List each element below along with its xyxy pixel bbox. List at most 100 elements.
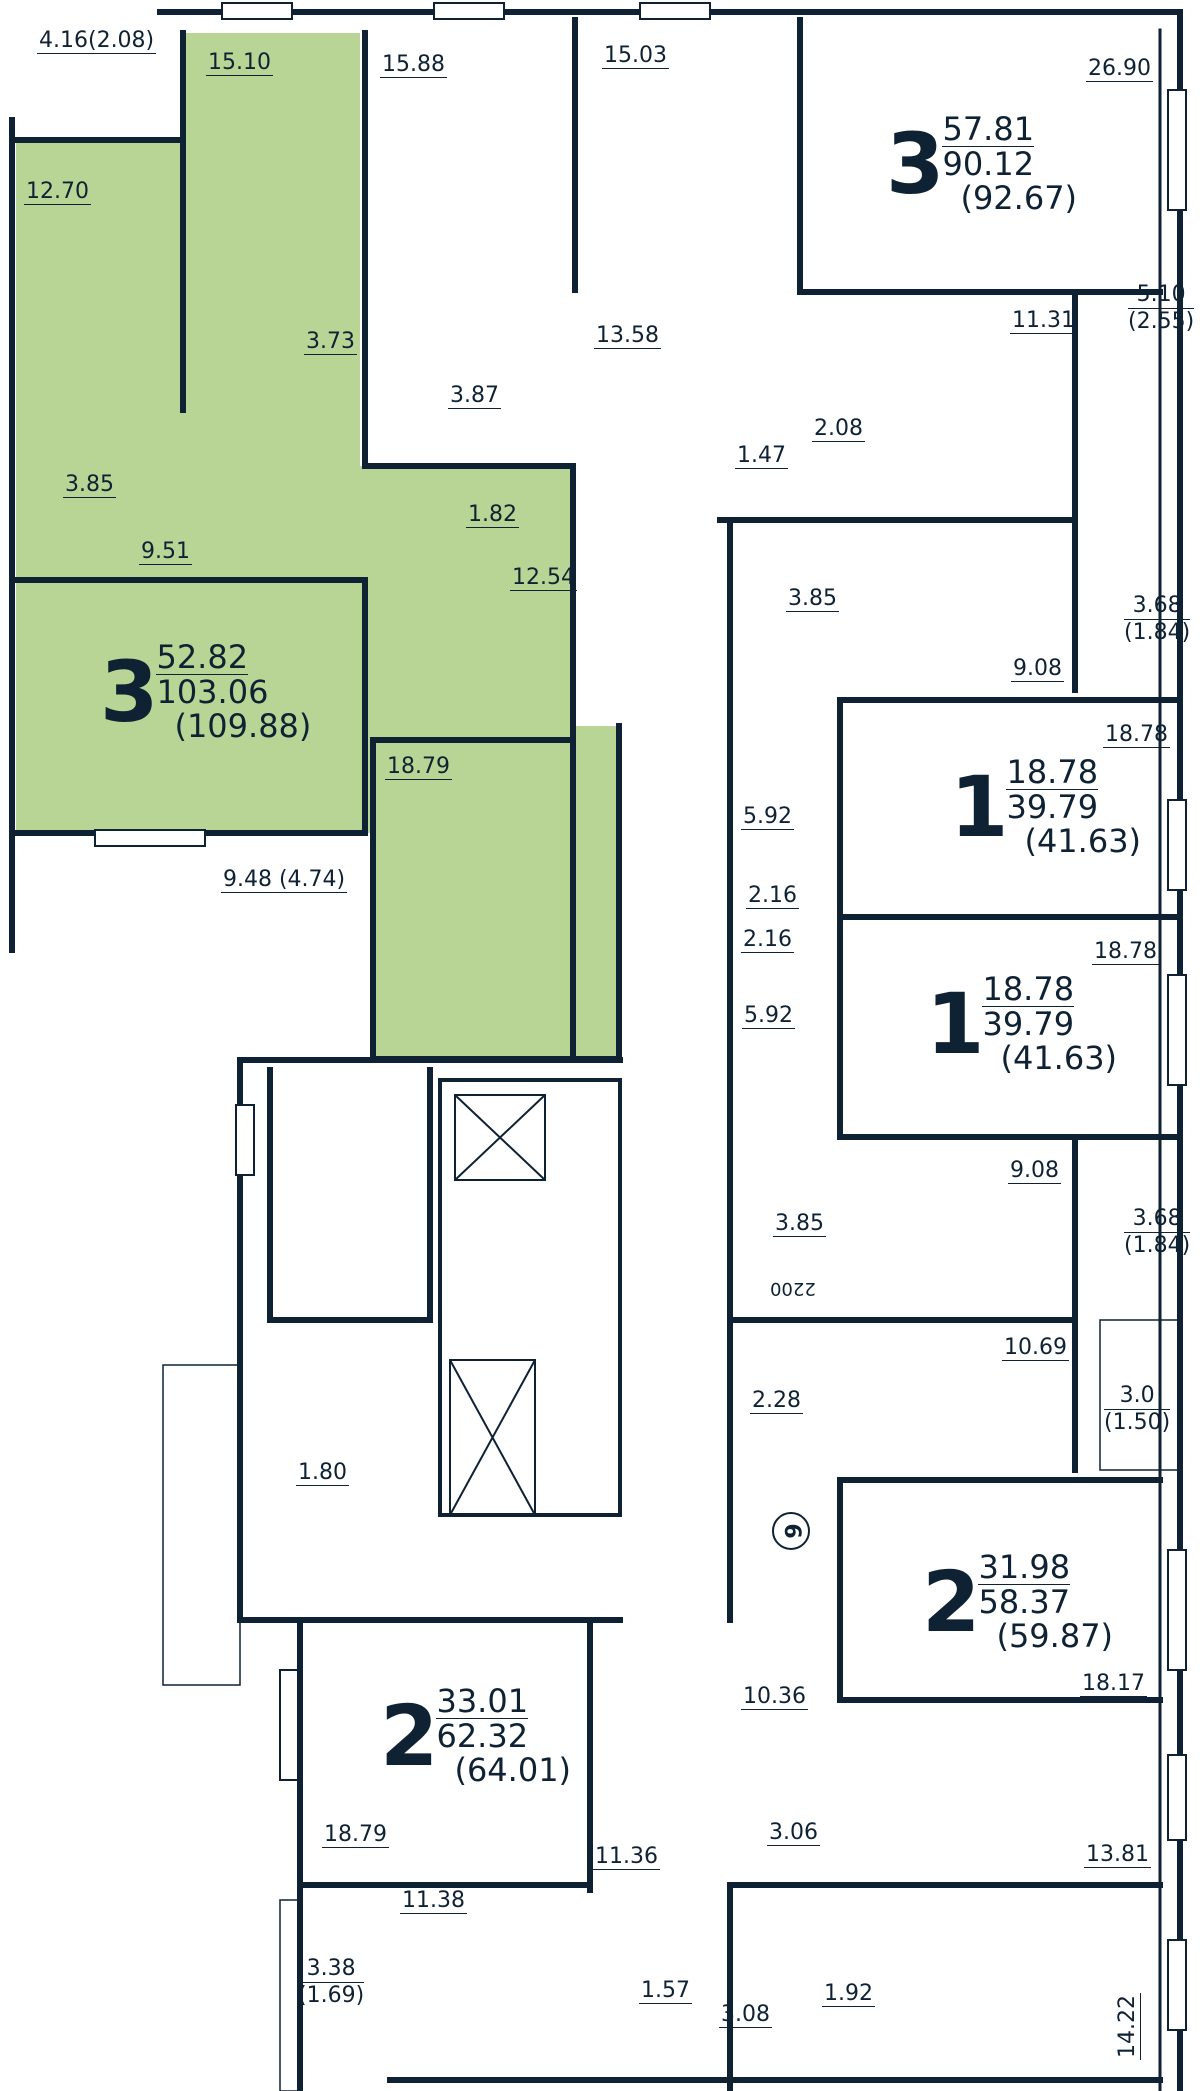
- balcony-half-area: (1.84): [1124, 620, 1191, 645]
- living-area: 52.82: [156, 638, 249, 676]
- highlighted-apartment-area[interactable]: [16, 33, 619, 1059]
- balcony-half-area: (1.84): [1124, 1233, 1191, 1258]
- room-area: 26.90: [1086, 56, 1153, 82]
- living-area: 31.98: [978, 1548, 1071, 1586]
- total-area: 58.37: [978, 1583, 1071, 1621]
- total-with-balcony: (59.87): [996, 1617, 1114, 1655]
- room-area: 11.31: [1010, 308, 1077, 334]
- total-with-balcony: (109.88): [174, 707, 312, 745]
- room-area: 13.58: [594, 323, 661, 349]
- room-area: 1.57: [639, 1978, 692, 2004]
- balcony-label: 3.0(1.50): [1104, 1383, 1171, 1436]
- balcony-label: 3.38(1.69): [298, 1956, 365, 2009]
- balcony-area: 3.38: [298, 1956, 365, 1983]
- room-area: 9.08: [1008, 1158, 1061, 1184]
- balcony-half-area: (1.69): [298, 1983, 365, 2008]
- living-area: 18.78: [1006, 753, 1099, 791]
- room-area: 5.92: [741, 804, 794, 830]
- room-area: 5.92: [742, 1003, 795, 1029]
- room-count: 2: [922, 1552, 980, 1651]
- total-area: 39.79: [1006, 788, 1099, 826]
- room-count: 1: [950, 757, 1008, 856]
- balcony-label: 5.10(2.55): [1128, 282, 1195, 335]
- room-area: 3.73: [304, 329, 357, 355]
- balcony-label: 3.68(1.84): [1124, 593, 1191, 646]
- balcony-outlines: [162, 1319, 1179, 2091]
- room-area: 14.22: [1115, 1993, 1141, 2060]
- room-area: 3.85: [773, 1211, 826, 1237]
- room-area-balcony: 4.16(2.08): [37, 28, 157, 54]
- room-area: 12.70: [24, 179, 91, 205]
- balcony-area: 3.68: [1124, 1206, 1191, 1233]
- room-area: 3.08: [719, 2002, 772, 2028]
- room-area: 3.85: [786, 586, 839, 612]
- ceiling-height-mark: 2200: [770, 1278, 816, 1299]
- room-area: 11.36: [593, 1844, 660, 1870]
- walls: [9, 9, 1183, 2091]
- balcony-area: 5.10: [1128, 282, 1195, 309]
- room-area: 2.16: [746, 883, 799, 909]
- total-area: 62.32: [436, 1717, 529, 1755]
- room-area: 18.17: [1080, 1671, 1147, 1697]
- room-area: 9.51: [139, 539, 192, 565]
- windows: [94, 2, 1187, 2031]
- total-with-balcony: (64.01): [454, 1751, 572, 1789]
- room-area: 15.88: [380, 52, 447, 78]
- total-area: 39.79: [982, 1005, 1075, 1043]
- room-area: 18.78: [1103, 722, 1170, 748]
- total-area: 90.12: [942, 145, 1035, 183]
- total-with-balcony: (41.63): [1024, 822, 1142, 860]
- room-count: 3: [886, 114, 944, 213]
- room-area: 18.79: [385, 754, 452, 780]
- room-area: 10.36: [741, 1684, 808, 1710]
- total-area: 103.06: [156, 673, 269, 711]
- room-area: 1.47: [735, 443, 788, 469]
- room-area: 10.69: [1002, 1335, 1069, 1361]
- room-area: 11.38: [400, 1888, 467, 1914]
- room-area: 3.87: [448, 383, 501, 409]
- room-area: 1.92: [822, 1981, 875, 2007]
- balcony-half-area: (2.55): [1128, 309, 1195, 334]
- room-area: 1.80: [296, 1460, 349, 1486]
- total-with-balcony: (41.63): [1000, 1039, 1118, 1077]
- room-area: 1.82: [466, 502, 519, 528]
- room-area: 12.54: [510, 565, 577, 591]
- room-area: 3.85: [63, 472, 116, 498]
- room-area: 18.78: [1092, 939, 1159, 965]
- room-area: 2.08: [812, 416, 865, 442]
- room-count: 2: [380, 1686, 438, 1785]
- room-area: 15.03: [602, 43, 669, 69]
- living-area: 57.81: [942, 110, 1035, 148]
- balcony-area: 3.0: [1104, 1383, 1171, 1410]
- balcony-area: 3.68: [1124, 593, 1191, 620]
- room-area-balcony: 9.48 (4.74): [221, 867, 348, 893]
- room-area: 2.16: [741, 927, 794, 953]
- room-area: 2.28: [750, 1388, 803, 1414]
- living-area: 18.78: [982, 970, 1075, 1008]
- room-area: 13.81: [1084, 1842, 1151, 1868]
- balcony-half-area: (1.50): [1104, 1410, 1171, 1435]
- room-area: 18.79: [322, 1822, 389, 1848]
- balcony-label: 3.68(1.84): [1124, 1206, 1191, 1259]
- room-count: 3: [100, 642, 158, 741]
- living-area: 33.01: [436, 1682, 529, 1720]
- room-area: 3.06: [767, 1820, 820, 1846]
- total-with-balcony: (92.67): [960, 179, 1078, 217]
- elevator-shafts: [449, 1094, 546, 1516]
- room-count: 1: [926, 974, 984, 1073]
- floor-number-badge: 6: [772, 1512, 810, 1550]
